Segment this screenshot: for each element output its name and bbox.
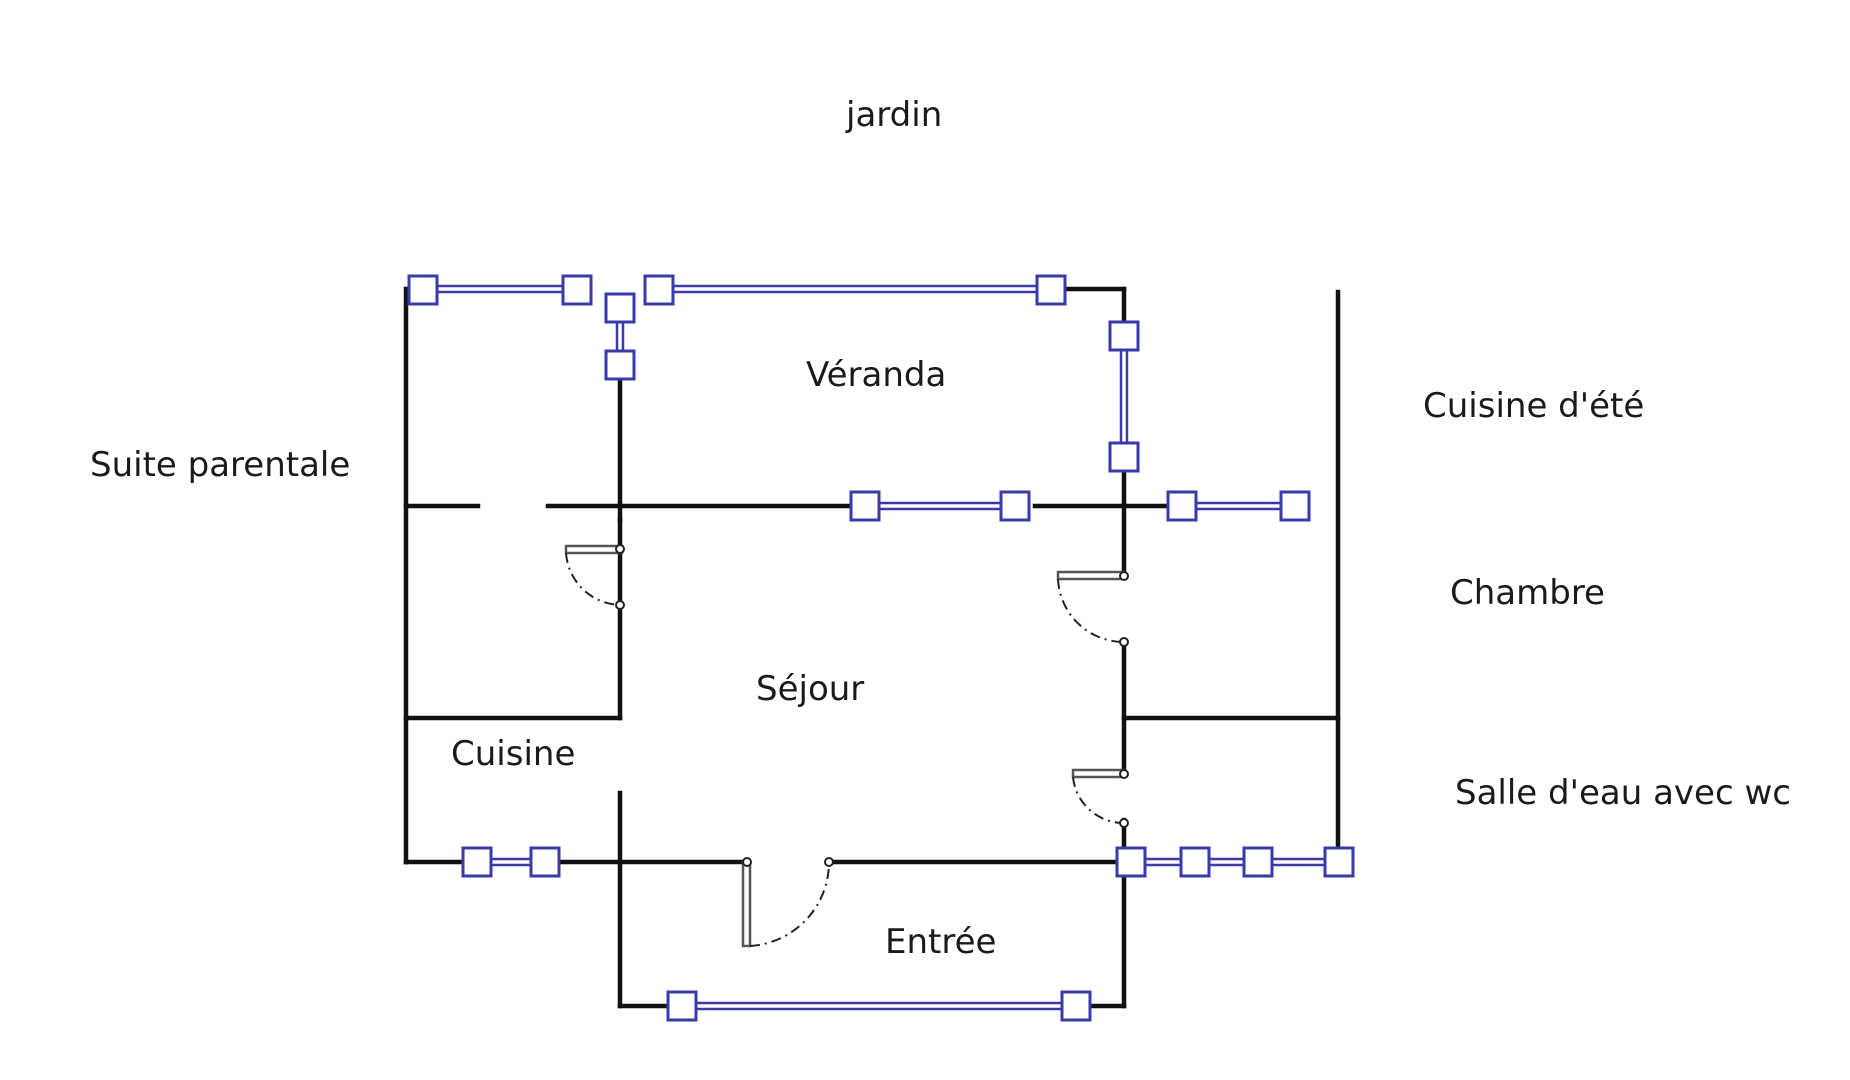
window-cuisine-frame-right (529, 846, 561, 878)
label-suite-parentale: Suite parentale (90, 445, 350, 485)
window-salle-frame-2 (1179, 846, 1211, 878)
label-jardin: jardin (845, 95, 942, 135)
window-top-2-frame-right (1035, 274, 1067, 306)
window-top-1-frame-left (407, 274, 439, 306)
window-suite-vert-frame-top (604, 292, 636, 324)
window-mid-1-frame-left (849, 490, 881, 522)
door-entree (741, 857, 834, 948)
window-salle-frame-1 (1115, 846, 1147, 878)
window-salle-frame-3 (1242, 846, 1274, 878)
window-top-1-frame-right (561, 274, 593, 306)
door-suite-parentale (564, 544, 625, 610)
label-veranda: Véranda (806, 355, 946, 395)
label-entree: Entrée (885, 922, 996, 962)
window-suite-vert-frame-bottom (604, 349, 636, 381)
label-salle-eau: Salle d'eau avec wc (1455, 773, 1791, 813)
walls (403, 286, 1341, 1009)
windows (407, 274, 1355, 1022)
window-mid-2-frame-left (1166, 490, 1198, 522)
door-salle-eau (1071, 768, 1129, 828)
window-entree-frame-right (1060, 990, 1092, 1022)
window-entree-frame-left (666, 990, 698, 1022)
label-chambre: Chambre (1450, 573, 1605, 613)
window-veranda-right-frame-bottom (1108, 441, 1140, 473)
label-sejour: Séjour (756, 669, 864, 709)
window-mid-2-frame-right (1279, 490, 1311, 522)
window-mid-1-frame-right (999, 490, 1031, 522)
window-cuisine-frame-left (461, 846, 493, 878)
window-salle-frame-4 (1323, 846, 1355, 878)
door-chambre (1056, 570, 1129, 647)
label-cuisine-ete: Cuisine d'été (1423, 386, 1644, 426)
label-cuisine: Cuisine (451, 734, 575, 774)
doors (564, 544, 1129, 948)
window-top-2-frame-left (643, 274, 675, 306)
window-veranda-right-frame-top (1108, 320, 1140, 352)
room-labels: jardin Véranda Cuisine d'été Suite paren… (90, 95, 1791, 962)
